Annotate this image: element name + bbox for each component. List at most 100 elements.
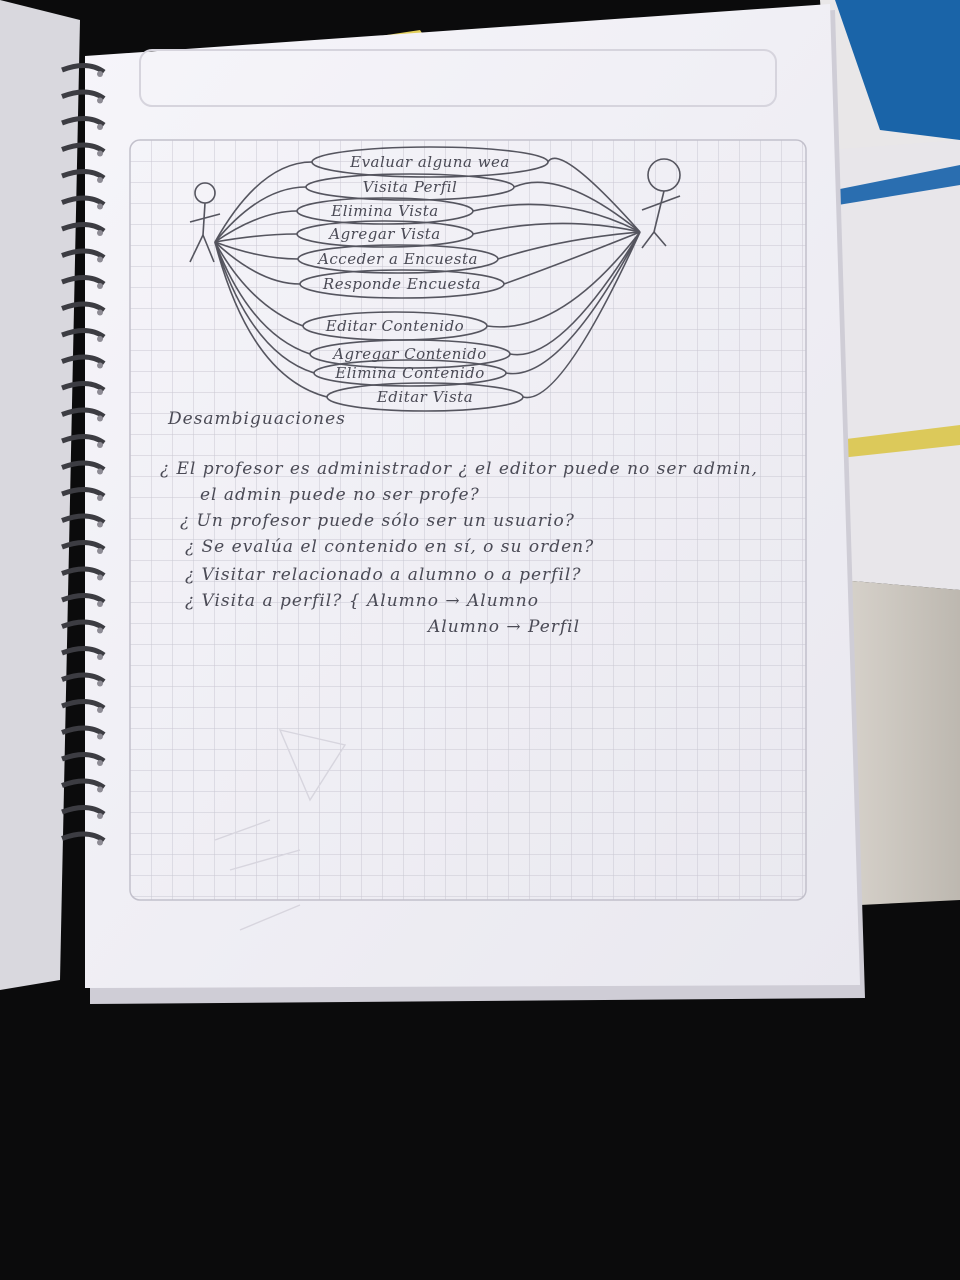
punch-hole <box>97 654 103 660</box>
use-case-label: Agregar Contenido <box>331 345 487 363</box>
spiral-binding <box>61 63 106 846</box>
association-line <box>503 231 641 285</box>
spiral-ring <box>61 222 106 234</box>
spiral-ring <box>61 301 106 313</box>
punch-hole <box>97 203 103 210</box>
spiral-ring <box>61 195 106 207</box>
pencil-smudges <box>214 729 347 931</box>
cloth-blue-patch <box>835 0 960 140</box>
association-line <box>509 231 641 356</box>
punch-hole <box>97 839 103 846</box>
note-line-5: ¿ Visitar relacionado a alumno o a perfi… <box>185 565 581 585</box>
punch-hole <box>97 309 103 316</box>
punch-hole <box>97 362 103 369</box>
punch-hole <box>97 150 103 157</box>
association-line <box>214 161 313 243</box>
spiral-ring <box>61 566 106 578</box>
cloth-right <box>830 140 960 590</box>
stick-figure-right-icon <box>641 158 681 249</box>
association-line <box>522 231 641 399</box>
spiral-ring <box>61 169 106 181</box>
note-line-6: ¿ Visita a perfil? { Alumno → Alumno <box>185 591 539 611</box>
note-line-2: el admin puede no ser profe? <box>200 485 480 505</box>
spiral-ring <box>61 513 106 525</box>
spiral-ring <box>61 354 106 366</box>
association-line <box>214 210 298 243</box>
spiral-ring <box>61 831 106 843</box>
punch-hole <box>97 256 103 263</box>
association-line <box>497 231 641 260</box>
association-line <box>486 231 641 328</box>
spiral-ring <box>61 805 106 817</box>
punch-hole <box>97 574 103 581</box>
spiral-ring <box>61 460 106 472</box>
punch-hole <box>97 627 103 634</box>
association-line <box>214 186 307 243</box>
use-case-label: Elimina Vista <box>330 202 438 220</box>
use-case-label: Acceder a Encuesta <box>316 250 478 268</box>
spiral-ring <box>61 699 106 711</box>
spiral-ring <box>61 725 106 737</box>
punch-hole <box>97 124 103 130</box>
punch-hole <box>97 468 103 475</box>
association-line <box>214 241 315 374</box>
association-line <box>472 222 641 235</box>
punch-hole <box>97 548 103 554</box>
spiral-ring <box>61 752 106 764</box>
punch-hole <box>97 415 103 422</box>
cloth-right-blue-stripe <box>835 165 960 205</box>
association-line <box>547 157 641 233</box>
punch-hole <box>97 601 103 607</box>
use-case-label: Editar Contenido <box>325 317 464 335</box>
spiral-ring <box>61 407 106 419</box>
punch-hole <box>97 680 103 687</box>
left-page <box>0 0 80 990</box>
use-case-label: Editar Vista <box>376 388 473 406</box>
stick-figure-left-icon <box>189 182 221 263</box>
association-line <box>214 241 328 398</box>
spiral-ring <box>61 434 106 446</box>
association-line <box>214 241 304 327</box>
punch-hole <box>97 495 103 501</box>
association-line <box>214 241 301 285</box>
association-line <box>505 231 641 375</box>
use-case-label: Visita Perfil <box>363 178 458 196</box>
spiral-ring <box>61 275 106 287</box>
punch-hole <box>97 230 103 236</box>
spiral-ring <box>61 619 106 631</box>
note-line-4: ¿ Se evalúa el contenido en sí, o su ord… <box>185 537 594 557</box>
spiral-ring <box>61 646 106 658</box>
punch-hole <box>97 97 103 104</box>
spiral-ring <box>61 672 106 684</box>
note-line-1: ¿ El profesor es administrador ¿ el edit… <box>160 459 758 479</box>
punch-hole <box>97 813 103 819</box>
grid-area <box>129 139 807 901</box>
spiral-ring <box>61 593 106 605</box>
punch-hole <box>97 786 103 793</box>
association-line <box>214 233 298 243</box>
punch-hole <box>97 283 103 289</box>
use-case-label: Agregar Vista <box>327 225 441 243</box>
punch-hole <box>97 733 103 740</box>
punch-hole <box>97 707 103 713</box>
cloth-right-yellow-stripe <box>838 425 960 458</box>
spiral-ring <box>61 381 106 393</box>
punch-hole <box>97 336 103 342</box>
spiral-ring <box>61 248 106 260</box>
note-line-3: ¿ Un profesor puede sólo ser un usuario? <box>180 511 575 531</box>
spiral-ring <box>61 142 106 154</box>
punch-hole <box>97 71 103 77</box>
association-line <box>472 203 641 233</box>
spiral-ring <box>61 540 106 552</box>
association-line <box>214 241 299 260</box>
mattress <box>840 580 960 905</box>
spiral-ring <box>61 487 106 499</box>
spiral-ring <box>61 116 106 128</box>
punch-hole <box>97 177 103 183</box>
spiral-ring <box>61 778 106 790</box>
association-line <box>513 181 641 233</box>
header-box <box>139 49 777 107</box>
spiral-ring <box>61 328 106 340</box>
use-case-label: Evaluar alguna wea <box>349 153 510 171</box>
